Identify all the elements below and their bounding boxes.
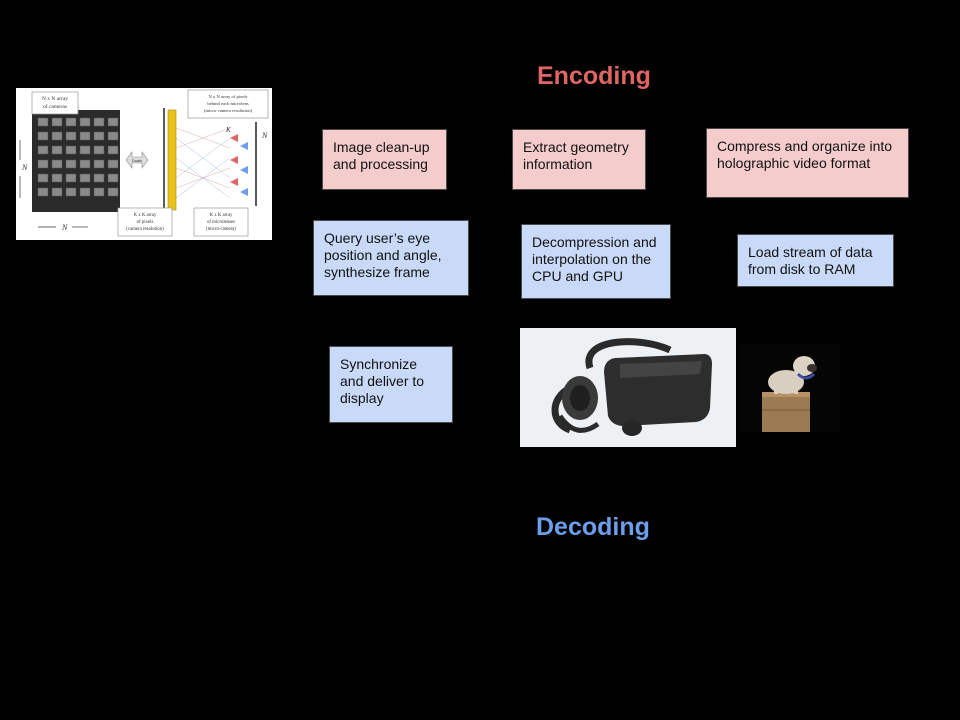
vr-headset-photo [520,328,736,447]
kk-microlenses-label-line2: of microlenses [207,220,235,225]
step-query-eye-position-label: Query user’s eye position and angle, syn… [324,230,442,280]
step-compress-organize: Compress and organize into holographic v… [706,128,909,198]
light-field-camera-array-diagram: N x N array of cameras N N Duals N K N x… [16,88,272,240]
step-extract-geometry: Extract geometry information [512,129,646,190]
array-label-line1: N x N array [42,96,68,102]
kk-microlenses-label-line3: (micro-camera) [206,227,236,232]
step-synchronize-deliver: Synchronize and deliver to display [329,346,453,423]
encoding-heading: Encoding [537,62,651,90]
kk-pixels-label-line2: of pixels [137,220,154,225]
n-label-vertical: N [21,163,28,172]
kk-microlenses-label-line1: K x K array [210,213,233,218]
step-synchronize-deliver-label: Synchronize and deliver to display [340,356,425,406]
step-decompression: Decompression and interpolation on the C… [521,224,671,299]
pixels-label-line3: (micro-camera resolution) [204,108,253,113]
step-image-cleanup-label: Image clean-up and processing [333,139,430,172]
n-label-horizontal: N [61,223,68,232]
n-label-right: N [261,131,268,140]
step-load-stream-label: Load stream of data from disk to RAM [748,244,873,277]
step-image-cleanup: Image clean-up and processing [322,129,447,190]
step-compress-organize-label: Compress and organize into holographic v… [717,138,893,171]
kk-pixels-label-line1: K x K array [134,213,157,218]
decoding-heading: Decoding [536,513,650,541]
step-extract-geometry-label: Extract geometry information [523,139,629,172]
pixels-label-line2: behind each microlens [207,101,249,106]
kk-pixels-label-line3: (camera resolution) [126,227,164,232]
dog-on-box-photo [738,344,840,432]
camera-grid [37,117,119,197]
step-decompression-label: Decompression and interpolation on the C… [532,234,657,284]
step-load-stream: Load stream of data from disk to RAM [737,234,894,287]
optics-label: Duals [132,158,142,163]
pixels-label-line1: N x N array of pixels [209,94,248,99]
k-label: K [225,126,231,134]
step-query-eye-position: Query user’s eye position and angle, syn… [313,220,469,296]
array-label-line2: of cameras [43,103,67,110]
